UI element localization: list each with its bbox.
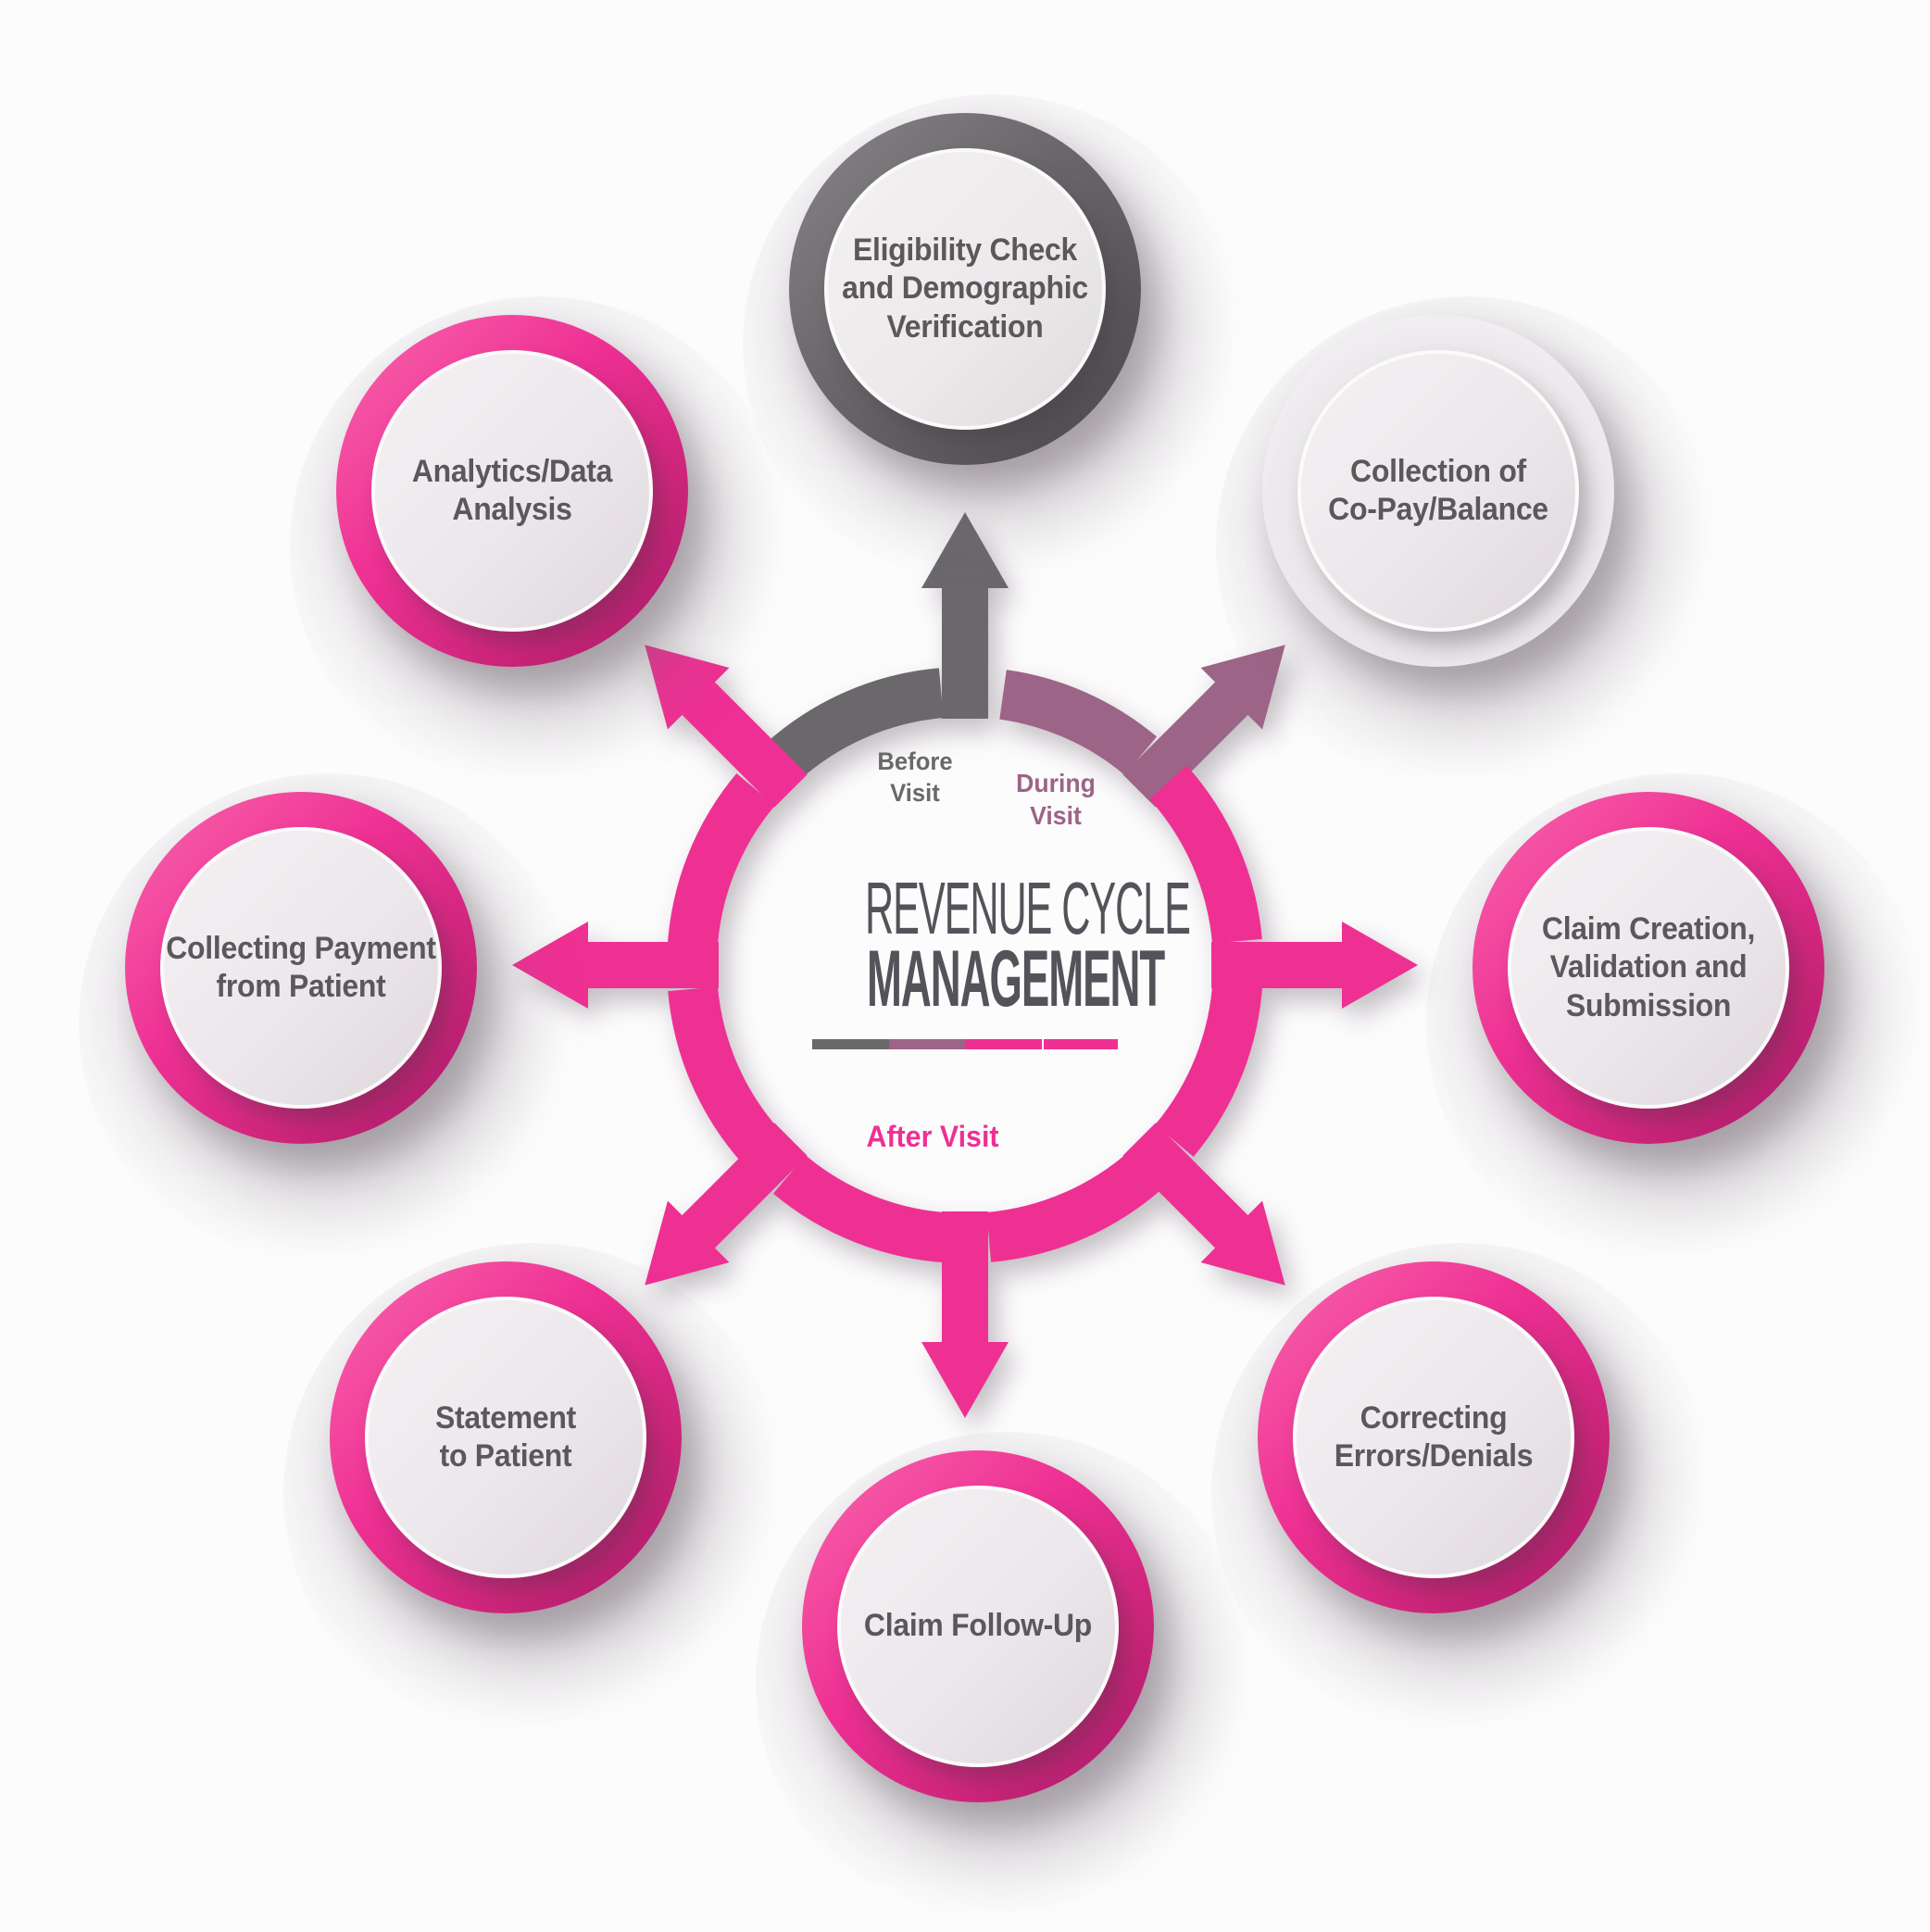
node-label: Claim Follow-Up xyxy=(863,1608,1093,1644)
legend-segment-before xyxy=(812,1039,889,1049)
node-label: Statement to Patient xyxy=(435,1399,576,1474)
node-inner-circle xyxy=(1293,1297,1574,1578)
legend-segment-after-2 xyxy=(1041,1039,1118,1049)
node-inner-circle xyxy=(160,827,442,1109)
center-wheel xyxy=(512,512,1418,1418)
arc-after-visit-5 xyxy=(668,986,781,1165)
center-title: REVENUE CYCLE MANAGEMENT xyxy=(780,867,1191,1049)
phase-label-after-visit: After Visit xyxy=(866,1120,999,1153)
node-inner-circle xyxy=(1297,350,1579,632)
node-label: Analytics/Data Analysis xyxy=(411,453,613,527)
node-label: Claim Creation, Validation and Submissio… xyxy=(1541,910,1756,1023)
node-collecting-payment: Collecting Payment from Patient xyxy=(125,792,477,1144)
node-claim-follow-up: Claim Follow-Up xyxy=(802,1450,1154,1802)
legend-segment-after xyxy=(965,1039,1042,1049)
arc-before-visit xyxy=(765,668,944,781)
node-inner-circle xyxy=(824,148,1106,430)
phase-label-before-visit: Before Visit xyxy=(877,747,953,808)
arc-after-visit-4 xyxy=(773,1155,952,1263)
page-title-line2: MANAGEMENT xyxy=(867,935,1165,1023)
node-inner-circle xyxy=(1508,827,1789,1109)
phase-legend-bar xyxy=(812,1039,1118,1049)
node-label: Correcting Errors/Denials xyxy=(1334,1399,1534,1474)
node-copay-collection: Collection of Co-Pay/Balance xyxy=(1262,315,1614,667)
node-inner-circle xyxy=(365,1297,646,1578)
arc-after-visit-1 xyxy=(1149,765,1262,944)
node-inner-circle xyxy=(371,350,653,632)
page-title-line1: REVENUE CYCLE xyxy=(865,867,1191,949)
node-statement-to-patient: Statement to Patient xyxy=(330,1261,682,1613)
arc-after-visit-6 xyxy=(667,773,775,952)
node-eligibility-check: Eligibility Check and Demographic Verifi… xyxy=(789,113,1141,465)
node-analytics: Analytics/Data Analysis xyxy=(336,315,688,667)
node-inner-circle xyxy=(837,1486,1119,1767)
phase-label-during-visit: During Visit xyxy=(1016,769,1096,831)
node-correcting-errors: Correcting Errors/Denials xyxy=(1258,1261,1610,1613)
node-claim-creation: Claim Creation, Validation and Submissio… xyxy=(1473,792,1824,1144)
node-label: Collecting Payment from Patient xyxy=(166,930,436,1004)
node-label: Eligibility Check and Demographic Verifi… xyxy=(842,232,1088,345)
arc-after-visit-3 xyxy=(986,1149,1165,1262)
node-label: Collection of Co-Pay/Balance xyxy=(1328,453,1548,527)
arc-after-visit-2 xyxy=(1155,978,1263,1157)
arc-during-visit xyxy=(999,670,1157,775)
legend-segment-during xyxy=(888,1039,965,1049)
